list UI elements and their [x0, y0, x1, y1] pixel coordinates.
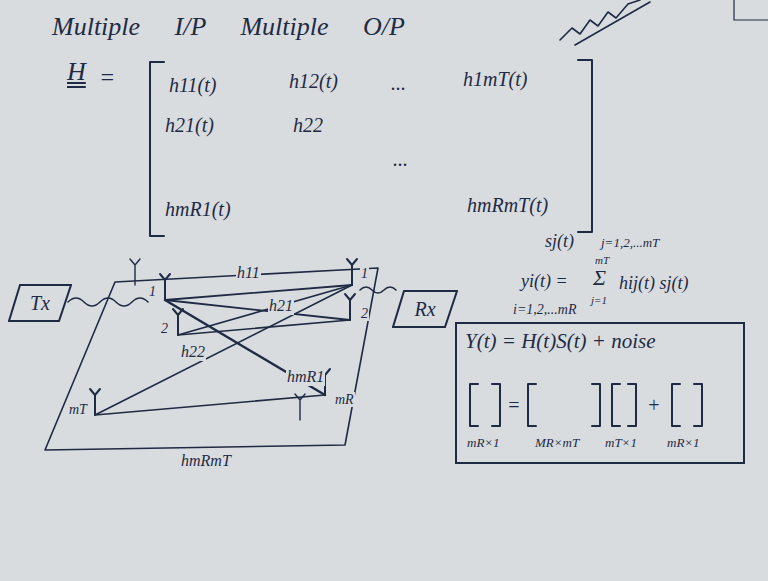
dimension: mR×1 [466, 436, 501, 450]
ellipsis: ... [390, 72, 407, 94]
dimension: mR×1 [666, 436, 701, 450]
matrix-entry: h12(t) [288, 70, 339, 92]
index-range: i=1,2,...mR [512, 302, 578, 317]
node-text: Rx [414, 298, 435, 320]
index-range: j=1,2,...mT [600, 236, 660, 250]
equals-sign: = [506, 394, 522, 416]
sum-symbol: Σ [592, 266, 607, 290]
sum-limit: j=1 [590, 294, 608, 306]
matrix-symbol: H [66, 58, 87, 87]
matrix-entry: h21(t) [164, 114, 215, 136]
matrix-entry: h22 [292, 114, 324, 136]
node-text: Y(t) = H(t)S(t) + noise [465, 330, 655, 353]
equation-term: hij(t) sj(t) [618, 274, 690, 294]
channel-label: h22 [180, 343, 206, 361]
channel-label: hmR1 [286, 368, 325, 386]
channel-label: h21 [268, 297, 294, 315]
sum-limit: mT [594, 254, 610, 266]
matrix-entry: h11(t) [168, 74, 217, 96]
equals-sign: = [98, 64, 116, 90]
heading: Multiple I/P Multiple O/P [52, 12, 405, 42]
antenna-number: mR [334, 392, 355, 407]
dimension: mT×1 [604, 436, 638, 450]
signal-name: sj(t) [544, 232, 575, 252]
tx-block: Tx [8, 284, 72, 322]
antenna-number: 2 [360, 306, 369, 321]
channel-label: hmRmT [180, 452, 232, 470]
antenna-number: 1 [148, 284, 157, 299]
ellipsis: ... [392, 148, 409, 170]
matrix-entry: hmR1(t) [164, 198, 232, 220]
channel-label: h11 [236, 264, 261, 282]
dimension: MR×mT [534, 436, 580, 450]
antenna-number: 2 [160, 321, 169, 336]
node-text: Tx [30, 292, 50, 314]
equation-term: yi(t) = [520, 272, 569, 292]
plus-sign: + [646, 394, 662, 416]
matrix-entry: hmRmT(t) [466, 194, 549, 216]
rx-block: Rx [392, 290, 458, 328]
antenna-number: mT [68, 402, 88, 417]
matrix-entry: h1mT(t) [462, 68, 528, 90]
antenna-number: 1 [360, 266, 369, 281]
